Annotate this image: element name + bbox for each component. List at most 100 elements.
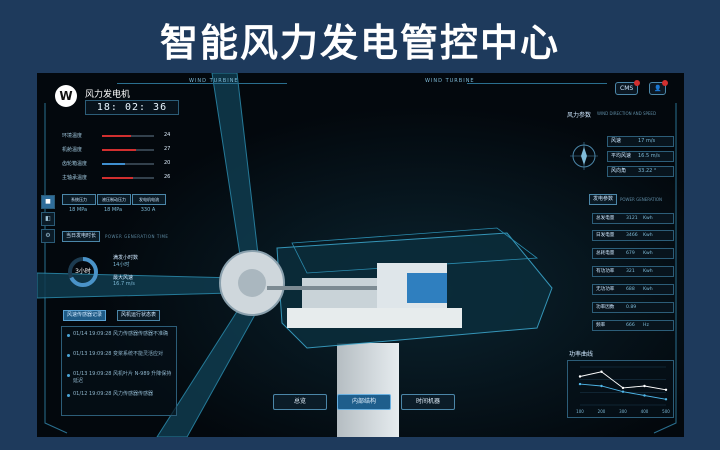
notification-dot bbox=[634, 80, 641, 86]
power-curve-chart: 100 200 300 400 500 bbox=[567, 360, 674, 418]
user-icon: 👤 bbox=[654, 85, 662, 92]
power-params-button[interactable]: 发电参数 bbox=[589, 194, 618, 205]
tick-label: 400 bbox=[641, 409, 649, 414]
cms-button[interactable]: CMS bbox=[615, 80, 641, 95]
wind-value: 17 m/s bbox=[638, 138, 656, 144]
log-item[interactable]: 01/13 19:09:28 风机叶片 N-989 升降保持延迟 bbox=[73, 371, 172, 384]
power-value: 0.89 bbox=[626, 305, 637, 310]
stat-value: 16.7 m/s bbox=[113, 281, 135, 287]
pressure-button[interactable]: 液压制动压力 bbox=[97, 194, 131, 205]
wind-key: 风速 bbox=[611, 138, 622, 144]
wind-caption: WIND DIRECTION AND SPEED bbox=[597, 111, 657, 116]
power-key: 日发电量 bbox=[596, 233, 615, 238]
pressure-value: 18 MPa bbox=[103, 207, 123, 213]
pressure-button[interactable]: 系统压力 bbox=[62, 194, 96, 205]
temp-row: 环境温度 24 bbox=[62, 131, 192, 140]
power-unit: Kwh bbox=[643, 251, 653, 256]
temp-bar bbox=[102, 163, 154, 165]
power-gen-caption: POWER GENERATION TIME bbox=[105, 234, 169, 239]
gauge-text: 3小时 bbox=[75, 268, 91, 275]
user-button[interactable]: 👤 bbox=[649, 80, 669, 95]
nav-internal[interactable]: 内部结构 bbox=[337, 394, 391, 410]
top-divider-left bbox=[117, 83, 287, 84]
stat-label: 满发小时数 bbox=[113, 255, 139, 261]
wind-key: 平均风速 bbox=[611, 153, 632, 159]
power-key: 有功功率 bbox=[596, 269, 615, 274]
side-tab[interactable]: ◧ bbox=[41, 212, 55, 226]
power-unit: Kwh bbox=[643, 216, 653, 221]
data-point bbox=[664, 398, 668, 401]
top-tag-right: WIND TURBINE bbox=[425, 78, 475, 84]
temp-value: 24 bbox=[164, 132, 171, 138]
top-divider-right bbox=[467, 83, 607, 84]
wind-row: 平均风速 16.5 m/s bbox=[607, 151, 674, 162]
logo: W bbox=[55, 85, 77, 107]
temp-row: 齿轮箱温度 20 bbox=[62, 159, 192, 168]
data-point bbox=[600, 384, 603, 388]
temp-label: 齿轮箱温度 bbox=[62, 161, 88, 167]
tick-label: 300 bbox=[619, 409, 627, 414]
power-key: 总耗电量 bbox=[596, 251, 615, 256]
cms-label: CMS bbox=[620, 85, 634, 92]
data-point bbox=[578, 382, 582, 386]
temp-row: 主轴承温度 26 bbox=[62, 173, 192, 182]
wind-row: 风速 17 m/s bbox=[607, 136, 674, 147]
temp-label: 机舱温度 bbox=[62, 147, 83, 153]
current-value: 330 A bbox=[140, 207, 156, 213]
tick-label: 500 bbox=[662, 409, 670, 414]
log-dot bbox=[67, 334, 70, 337]
temp-value: 27 bbox=[164, 146, 171, 152]
power-key: 总发电量 bbox=[596, 216, 615, 221]
log-tab[interactable]: 风机运行状态表 bbox=[117, 310, 161, 321]
tick-label: 100 bbox=[576, 409, 584, 414]
temp-bar bbox=[102, 149, 154, 151]
generator-title: 风力发电机 bbox=[85, 90, 131, 100]
log-item[interactable]: 01/13 19:09:28 变桨系统不能灵活应对 bbox=[73, 351, 164, 357]
clock-display: 18: 02: 36 bbox=[85, 100, 179, 115]
temp-fill bbox=[102, 177, 134, 179]
log-tab-active[interactable]: 风速传感器记录 bbox=[63, 310, 107, 321]
power-gen-time-button[interactable]: 当日发电时长 bbox=[62, 231, 101, 242]
nav-time-machine[interactable]: 时间机器 bbox=[401, 394, 455, 410]
power-key: 功率因数 bbox=[596, 305, 615, 310]
compass-icon bbox=[570, 142, 598, 170]
log-dot bbox=[67, 354, 70, 357]
wind-title: 风力参数 bbox=[567, 112, 592, 119]
nav-overview[interactable]: 总览 bbox=[273, 394, 327, 410]
log-item[interactable]: 01/14 19:09:28 风力传感器传感器不准确 bbox=[73, 331, 169, 337]
stat-label: 最大风速 bbox=[113, 275, 134, 281]
power-caption: POWER GENERATION bbox=[620, 197, 663, 202]
notification-dot bbox=[662, 80, 669, 86]
data-point bbox=[643, 384, 646, 388]
power-unit: Kwh bbox=[643, 287, 653, 292]
data-point bbox=[664, 388, 668, 391]
temp-bar bbox=[102, 135, 154, 137]
tick-label: 200 bbox=[598, 409, 606, 414]
hours-gauge bbox=[68, 257, 98, 287]
power-curve-svg: 100 200 300 400 500 bbox=[576, 366, 670, 414]
power-value: 3466 bbox=[626, 233, 638, 238]
data-point bbox=[643, 394, 646, 397]
power-key: 无功功率 bbox=[596, 287, 615, 292]
top-tag-left: WIND TURBINE bbox=[189, 78, 239, 84]
power-unit: Hz bbox=[643, 323, 649, 328]
side-tab[interactable]: ■ bbox=[41, 195, 55, 209]
temp-fill bbox=[102, 149, 136, 151]
log-item[interactable]: 01/12 19:09:28 风力传感器传感器 bbox=[73, 391, 154, 397]
temp-row: 机舱温度 27 bbox=[62, 145, 192, 154]
stat-value: 14小时 bbox=[113, 262, 130, 268]
temp-value: 20 bbox=[164, 160, 171, 166]
wind-value: 16.5 m/s bbox=[638, 153, 660, 159]
current-button[interactable]: 发电机电流 bbox=[132, 194, 166, 205]
log-panel bbox=[61, 326, 177, 416]
side-tab[interactable]: ⚙ bbox=[41, 229, 55, 243]
data-point bbox=[621, 386, 625, 390]
